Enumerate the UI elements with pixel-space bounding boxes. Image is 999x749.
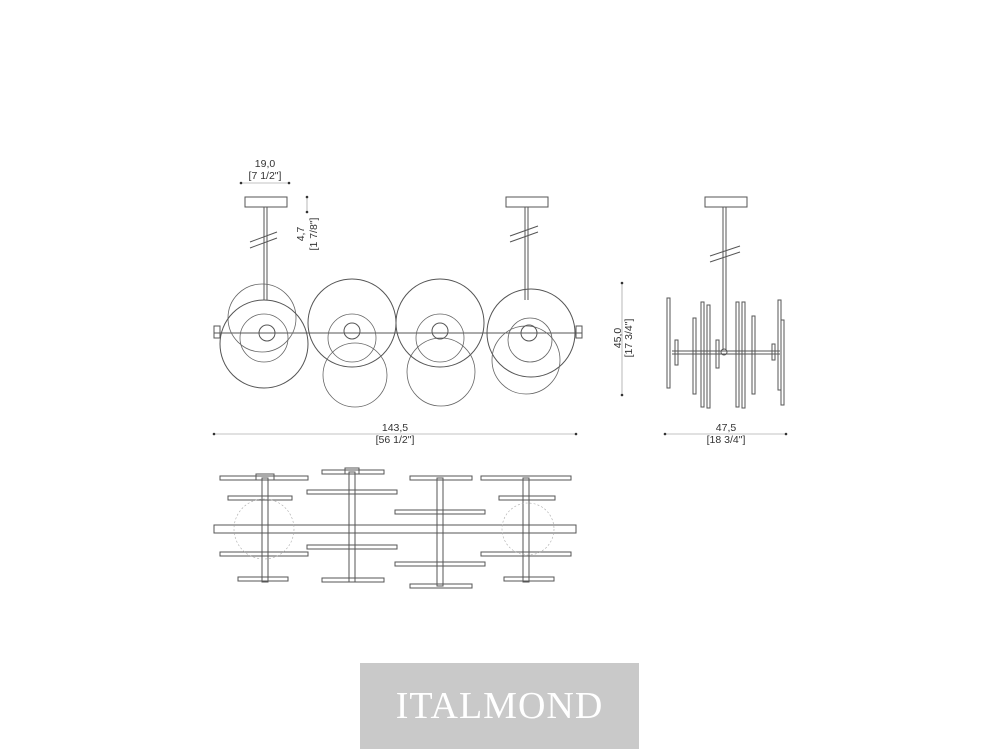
disc-4	[486, 288, 576, 378]
total-height-value: 45,0	[612, 328, 624, 349]
disc-4-back	[491, 325, 561, 395]
canopy-width-value: 19,0	[255, 158, 276, 170]
left-rod-break	[249, 231, 278, 243]
top-view	[213, 467, 577, 589]
total-depth-imperial: [18 3/4"]	[707, 434, 746, 446]
left-canopy	[244, 196, 288, 208]
disc-1	[219, 299, 309, 389]
front-view	[213, 196, 583, 408]
dimension-total-length: 143,5 [56 1/2"]	[212, 422, 578, 446]
disc-1-back	[227, 283, 297, 353]
total-height-imperial: [17 3/4"]	[623, 319, 635, 358]
disc-2-back	[322, 342, 388, 408]
right-canopy	[505, 196, 549, 208]
side-view	[666, 196, 785, 409]
dimension-canopy-width: 19,0 [7 1/2"]	[239, 158, 291, 185]
side-canopy	[704, 196, 748, 208]
top-central-bar	[213, 524, 577, 534]
dimension-total-depth: 47,5 [18 3/4"]	[663, 422, 788, 446]
right-rod-break	[509, 225, 539, 237]
canopy-width-imperial: [7 1/2"]	[249, 170, 282, 182]
disc-3	[395, 278, 485, 368]
total-length-value: 143,5	[382, 422, 408, 434]
canopy-height-value: 4,7	[295, 227, 307, 242]
total-depth-value: 47,5	[716, 422, 737, 434]
brand-logo-text: ITALMOND	[395, 685, 604, 727]
dimension-canopy-height: 4,7 [1 7/8"]	[295, 195, 320, 250]
brand-logo: ITALMOND	[360, 663, 639, 749]
total-length-imperial: [56 1/2"]	[376, 434, 415, 446]
dimension-total-height: 45,0 [17 3/4"]	[612, 281, 635, 397]
disc-3-back	[406, 337, 476, 407]
canopy-height-imperial: [1 7/8"]	[308, 217, 320, 250]
